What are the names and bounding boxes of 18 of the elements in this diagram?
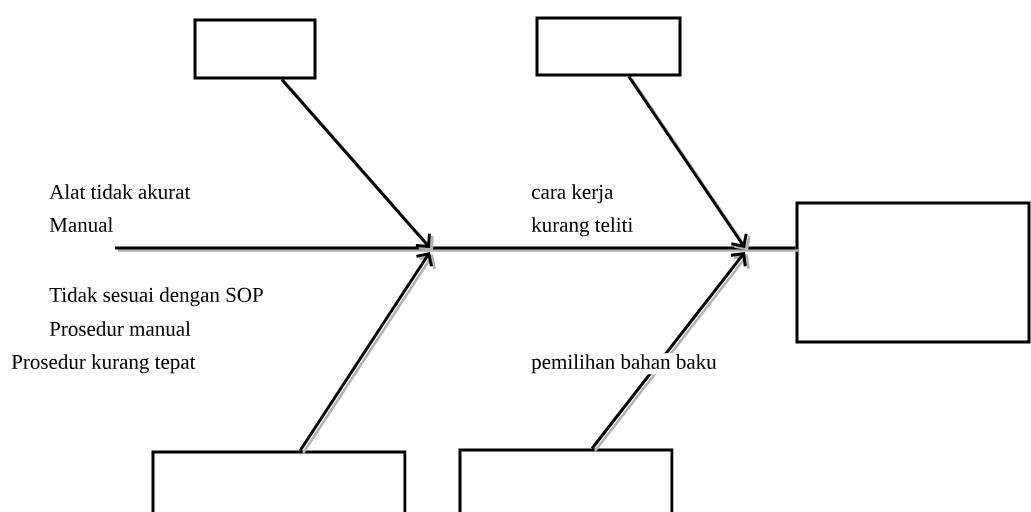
cause-label: Alat tidak akurat: [48, 183, 192, 200]
empty-box: [193, 18, 317, 80]
cause-label: Tidak sesuai dengan SOP: [48, 286, 265, 308]
arrow: [590, 252, 750, 452]
cause-label: kurang teliti: [530, 216, 635, 238]
arrow: [280, 78, 434, 251]
cause-label: Prosedur manual: [48, 320, 192, 337]
arrow: [627, 75, 751, 251]
cause-label: cara kerja: [530, 183, 615, 205]
empty-box: [795, 201, 1031, 344]
cause-label: pemilihan bahan baku: [530, 353, 718, 375]
arrow: [298, 252, 436, 454]
empty-box: [535, 16, 682, 77]
cause-label: Prosedur kurang tepat: [10, 353, 197, 375]
empty-box: [458, 448, 674, 512]
spine-line: [115, 246, 799, 252]
empty-box: [151, 450, 407, 512]
cause-label: Manual: [48, 216, 115, 233]
